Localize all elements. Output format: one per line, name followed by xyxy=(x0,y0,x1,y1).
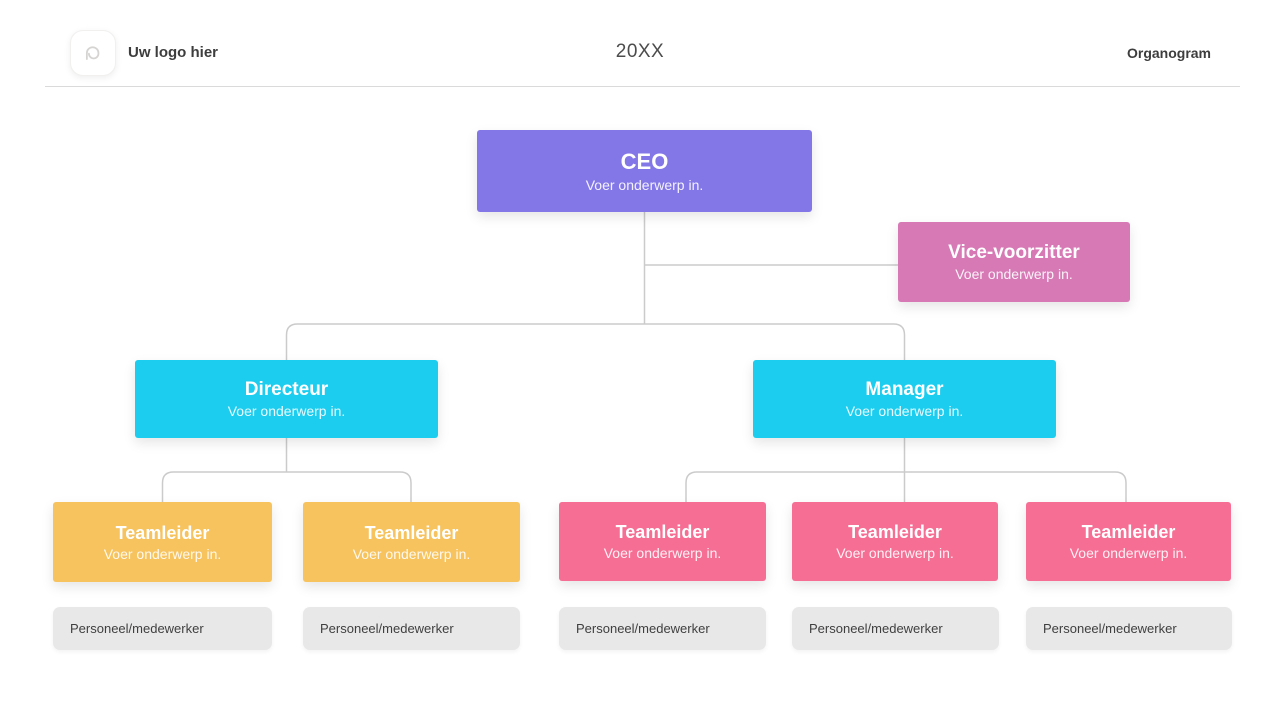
org-node-ceo[interactable]: CEO Voer onderwerp in. xyxy=(477,130,812,212)
logo-monogram-path xyxy=(85,46,100,61)
org-node-directeur[interactable]: Directeur Voer onderwerp in. xyxy=(135,360,438,438)
org-node-vice-voorzitter[interactable]: Vice-voorzitter Voer onderwerp in. xyxy=(898,222,1130,302)
org-node-subtitle: Voer onderwerp in. xyxy=(103,545,222,562)
org-node-title: Teamleider xyxy=(1081,522,1176,542)
document-title: Organogram xyxy=(1126,45,1211,61)
org-node-teamleider-3[interactable]: Teamleider Voer onderwerp in. xyxy=(559,502,766,581)
org-node-subtitle: Voer onderwerp in. xyxy=(836,545,954,561)
org-node-title: Teamleider xyxy=(115,522,210,543)
org-node-teamleider-1[interactable]: Teamleider Voer onderwerp in. xyxy=(53,502,272,582)
org-node-staff-2[interactable]: Personeel/medewerker xyxy=(303,607,520,650)
staff-label: Personeel/medewerker xyxy=(70,621,204,636)
staff-label: Personeel/medewerker xyxy=(576,621,710,636)
org-node-title: Manager xyxy=(865,379,944,400)
staff-label: Personeel/medewerker xyxy=(809,621,943,636)
org-node-subtitle: Voer onderwerp in. xyxy=(227,403,346,419)
connector-level2-split xyxy=(285,323,906,360)
org-node-subtitle: Voer onderwerp in. xyxy=(352,545,471,562)
logo-placeholder[interactable] xyxy=(70,30,116,76)
org-node-teamleider-2[interactable]: Teamleider Voer onderwerp in. xyxy=(303,502,520,582)
logo-label: Uw logo hier xyxy=(128,44,218,61)
org-node-staff-4[interactable]: Personeel/medewerker xyxy=(792,607,999,650)
staff-label: Personeel/medewerker xyxy=(1043,621,1177,636)
org-node-staff-5[interactable]: Personeel/medewerker xyxy=(1026,607,1232,650)
org-node-title: CEO xyxy=(620,148,669,174)
org-node-subtitle: Voer onderwerp in. xyxy=(845,403,964,419)
org-node-title: Vice-voorzitter xyxy=(948,242,1080,263)
connector-manager-children xyxy=(685,471,1127,502)
org-node-title: Directeur xyxy=(244,379,329,400)
org-node-manager[interactable]: Manager Voer onderwerp in. xyxy=(753,360,1056,438)
org-node-subtitle: Voer onderwerp in. xyxy=(585,176,704,193)
org-node-teamleider-5[interactable]: Teamleider Voer onderwerp in. xyxy=(1026,502,1231,581)
org-node-title: Teamleider xyxy=(615,522,710,542)
year-placeholder[interactable]: 20XX xyxy=(615,41,665,62)
connector-directeur-children xyxy=(161,471,412,502)
logo-monogram-icon xyxy=(85,46,100,61)
connector-group xyxy=(161,212,1127,502)
org-node-title: Teamleider xyxy=(848,522,942,542)
org-node-subtitle: Voer onderwerp in. xyxy=(1069,545,1188,561)
header-divider xyxy=(45,86,1240,87)
org-node-teamleider-4[interactable]: Teamleider Voer onderwerp in. xyxy=(792,502,998,581)
org-node-title: Teamleider xyxy=(364,522,459,543)
org-node-staff-1[interactable]: Personeel/medewerker xyxy=(53,607,272,650)
org-node-staff-3[interactable]: Personeel/medewerker xyxy=(559,607,766,650)
staff-label: Personeel/medewerker xyxy=(320,621,454,636)
org-node-subtitle: Voer onderwerp in. xyxy=(603,545,722,561)
org-node-subtitle: Voer onderwerp in. xyxy=(955,266,1073,282)
